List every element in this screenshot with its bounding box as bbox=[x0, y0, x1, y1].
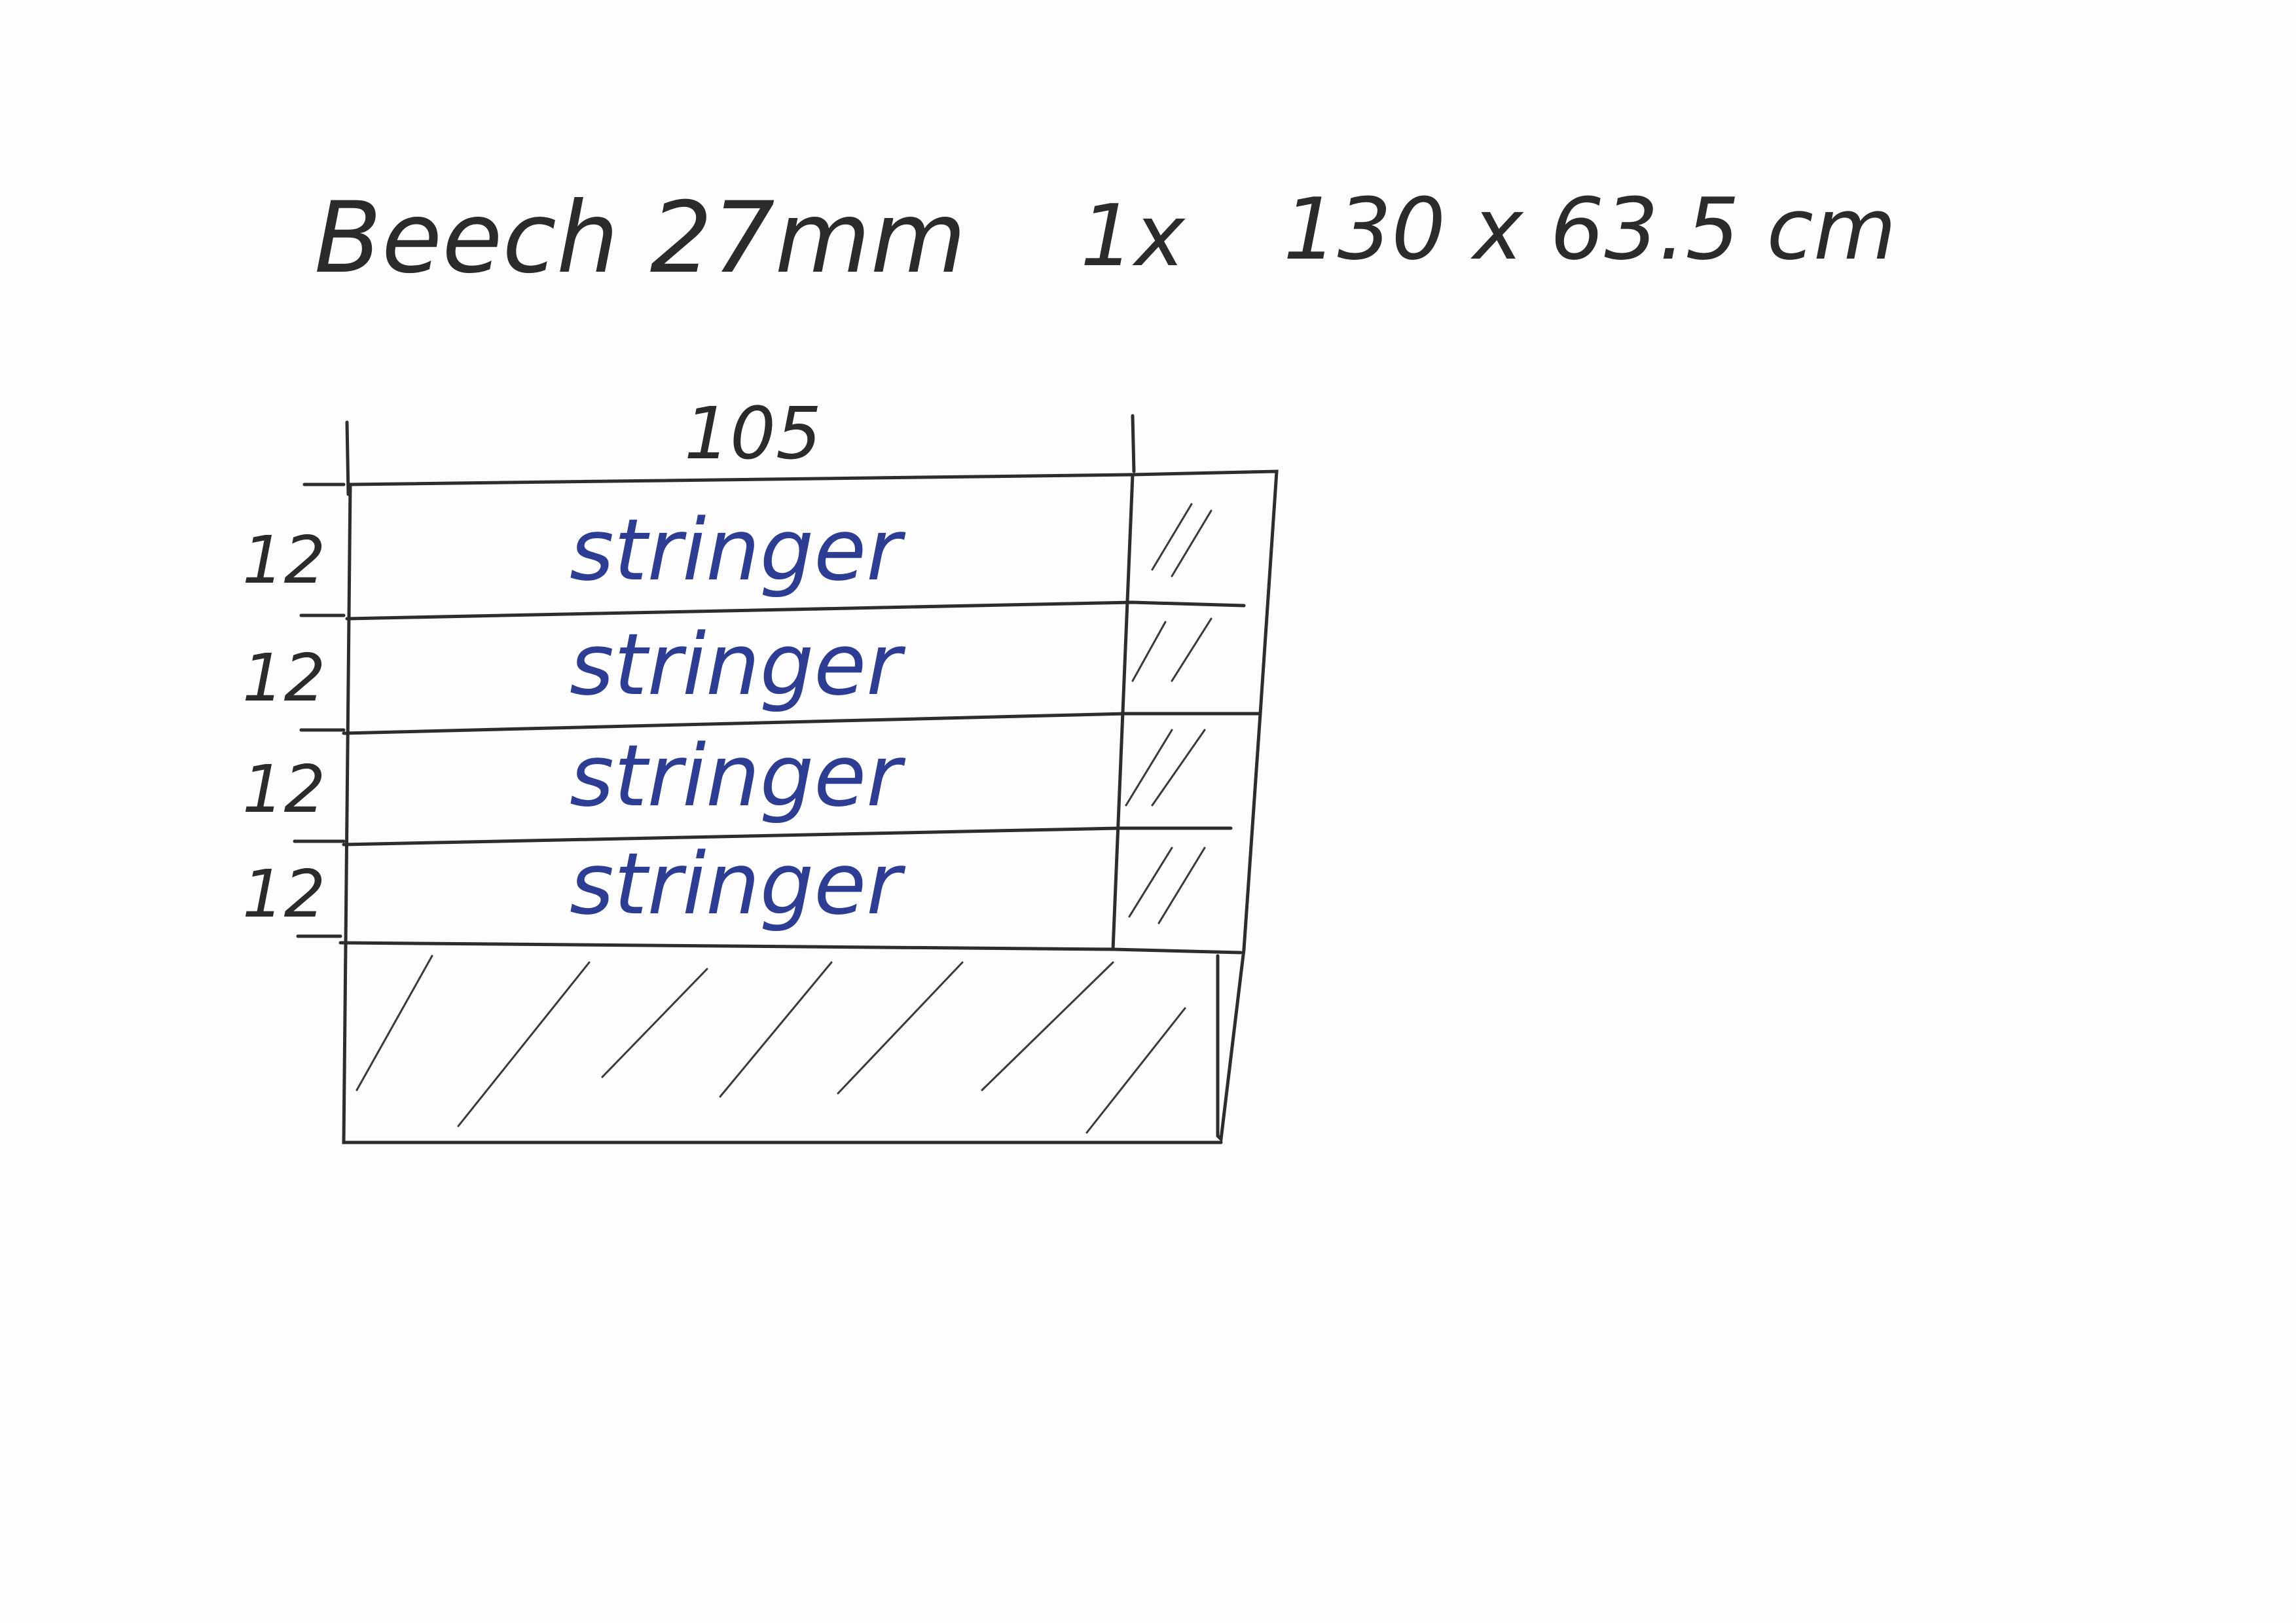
row-height-label: 12 bbox=[242, 522, 325, 598]
row-separator-3 bbox=[342, 826, 1233, 847]
board-outline-left-bottom bbox=[342, 483, 1223, 1144]
row-height-label: 12 bbox=[242, 751, 325, 828]
offcut-strip-hatching bbox=[1125, 503, 1212, 924]
width-dimension-label: 105 bbox=[684, 392, 822, 475]
row-height-label: 12 bbox=[242, 640, 325, 716]
offcut-bottom-hatching bbox=[355, 955, 1186, 1134]
row-separator-2 bbox=[342, 712, 1262, 735]
material-label: Beech 27mm bbox=[314, 181, 966, 295]
stringer-label: stringer bbox=[570, 500, 906, 600]
row-separator-4 bbox=[338, 941, 1243, 955]
stringer-label: stringer bbox=[570, 834, 906, 934]
strip-divider bbox=[1111, 473, 1135, 951]
stringer-label: stringer bbox=[570, 615, 906, 714]
row-separator-1 bbox=[345, 600, 1246, 621]
width-tick-right bbox=[1131, 414, 1136, 473]
width-tick-left bbox=[345, 420, 350, 496]
row-height-label: 12 bbox=[242, 856, 325, 932]
dimensions-label: 130 x 63.5 cm bbox=[1283, 179, 1897, 279]
stringer-label: stringer bbox=[570, 726, 906, 826]
quantity-label: 1x bbox=[1080, 186, 1186, 285]
